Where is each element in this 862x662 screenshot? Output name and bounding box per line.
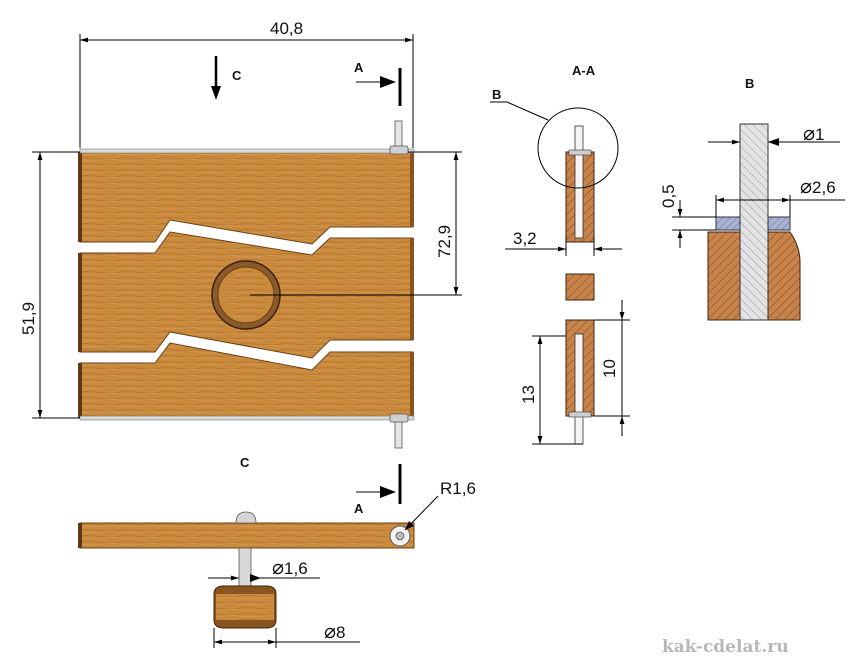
knob-top-view <box>211 260 281 330</box>
dimension-washer-thickness: 0,5 <box>659 184 716 248</box>
dimension-slot-width: 3,2 <box>505 229 622 256</box>
detail-callout: B <box>490 87 549 121</box>
section-a-bottom-label: A <box>354 501 364 516</box>
dimension-overall-height: 51,9 <box>19 151 80 419</box>
dimension-knob-shaft: ⌀1,6 <box>208 557 320 582</box>
view-c-arrow-label: C <box>232 68 242 83</box>
dimension-pin-to-center: 72,9 <box>250 151 462 296</box>
section-a-bottom-marker: A <box>354 464 402 516</box>
dim-slot-depth: 10 <box>600 359 619 378</box>
section-title: A-A <box>572 63 596 78</box>
detail-callout-label: B <box>492 87 501 102</box>
dim-pin-diameter: ⌀1 <box>803 123 825 145</box>
dimension-hinge-radius: R1,6 <box>404 479 476 531</box>
dimension-pin-projection: 13 <box>519 335 583 445</box>
view-c-arrow: C <box>211 56 242 100</box>
dimension-pin-diameter: ⌀1 <box>708 123 840 146</box>
dim-washer-diameter: ⌀2,6 <box>800 176 836 198</box>
dimension-slot-depth: 10 <box>594 300 630 436</box>
dim-knob-shaft: ⌀1,6 <box>272 557 308 579</box>
dim-overall-width: 40,8 <box>270 19 303 38</box>
dim-knob-diameter: ⌀8 <box>324 621 346 643</box>
bottom-pin <box>394 417 403 449</box>
watermark: kak-cdelat.ru <box>662 637 789 657</box>
side-view <box>78 511 415 629</box>
section-a-top-marker: A <box>354 60 402 106</box>
front-view <box>78 120 415 449</box>
dim-washer-thickness: 0,5 <box>659 184 678 208</box>
dim-pin-to-center: 72,9 <box>435 225 454 258</box>
knob-side <box>213 585 277 629</box>
section-a-a <box>537 107 619 445</box>
side-plank <box>79 522 415 549</box>
dimension-overall-width: 40,8 <box>79 19 414 148</box>
view-c-title: C <box>240 455 250 470</box>
detail-title: B <box>745 76 754 91</box>
dimension-washer-diameter: ⌀2,6 <box>715 176 845 217</box>
dimension-knob-diameter: ⌀8 <box>213 621 360 648</box>
knob-shaft <box>238 547 252 589</box>
top-plank <box>79 151 414 245</box>
dim-hinge-radius: R1,6 <box>440 479 476 498</box>
section-a-top-label: A <box>354 60 364 75</box>
dim-pin-projection: 13 <box>519 385 538 404</box>
dim-overall-height: 51,9 <box>19 302 38 335</box>
detail-pin <box>739 123 769 321</box>
bottom-plank <box>79 342 414 419</box>
detail-b <box>707 123 801 321</box>
dim-slot-width: 3,2 <box>513 229 537 248</box>
